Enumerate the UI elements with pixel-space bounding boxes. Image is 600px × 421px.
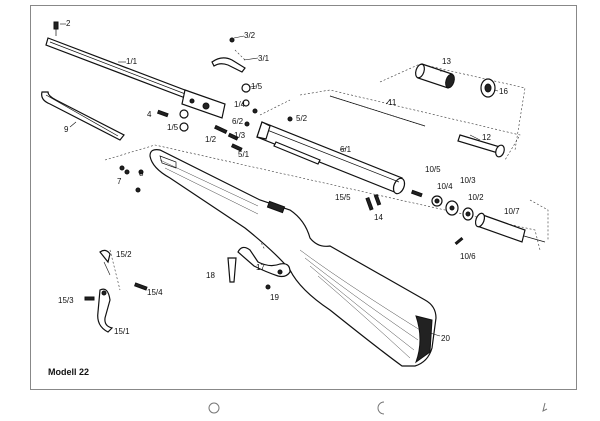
label-9: 9 [64,125,69,134]
label-18: 18 [206,271,215,280]
label-17: 17 [256,263,265,272]
parts-7-8-screws [119,165,144,193]
label-15-3: 15/3 [58,296,74,305]
binder-marks [208,401,548,415]
trigger-guard [227,246,291,290]
label-15-2: 15/2 [116,250,132,259]
label-3-1: 3/1 [258,54,270,63]
label-15-1: 15/1 [114,327,130,336]
label-10-6: 10/6 [460,252,476,261]
part-12-piston-rod [457,134,505,158]
part-labels: 2 1/1 3/2 3/1 1/5 1/4 4 1/5 6/2 5/2 1/2 … [58,19,520,343]
label-1-1: 1/1 [126,57,138,66]
model-caption: Modell 22 [48,367,89,377]
label-6-1: 6/1 [340,145,352,154]
part-6-1-compression-tube [256,121,406,195]
label-10-3: 10/3 [460,176,476,185]
label-10-7: 10/7 [504,207,520,216]
stock [149,149,437,367]
label-1-3: 1/3 [234,131,246,140]
leader-lines [60,23,499,337]
label-6-2: 6/2 [232,117,244,126]
label-11: 11 [388,98,397,107]
label-10-2: 10/2 [468,193,484,202]
label-3-2: 3/2 [244,31,256,40]
label-1-2: 1/2 [205,135,217,144]
label-1-5-bottom: 1/5 [167,123,179,132]
label-14: 14 [374,213,383,222]
label-2: 2 [66,19,71,28]
label-16: 16 [499,87,508,96]
label-7: 7 [117,177,122,186]
part-2-screw [53,21,59,36]
trigger-group [84,249,148,333]
part-3-1-lever [211,37,246,73]
label-4: 4 [147,110,152,119]
label-13: 13 [442,57,451,66]
parts-14-15-5-pins [365,193,382,211]
small-pins-breech [156,83,293,152]
part-11-mainspring [329,95,426,127]
part-1-1-barrel [45,37,226,119]
label-20: 20 [441,334,450,343]
label-15-4: 15/4 [147,288,163,297]
label-19: 19 [270,293,279,302]
parts-10-series [410,189,546,246]
label-5-2: 5/2 [296,114,308,123]
label-10-5: 10/5 [425,165,441,174]
part-16-nut [480,78,496,98]
label-8: 8 [139,169,144,178]
label-12: 12 [482,133,491,142]
label-10-4: 10/4 [437,182,453,191]
label-1-5-top: 1/5 [251,82,263,91]
label-5-1: 5/1 [238,150,250,159]
label-15-5: 15/5 [335,193,351,202]
label-1-4: 1/4 [234,100,246,109]
part-13-end-plug [415,63,455,89]
part-9-cocking-lever [41,91,125,141]
